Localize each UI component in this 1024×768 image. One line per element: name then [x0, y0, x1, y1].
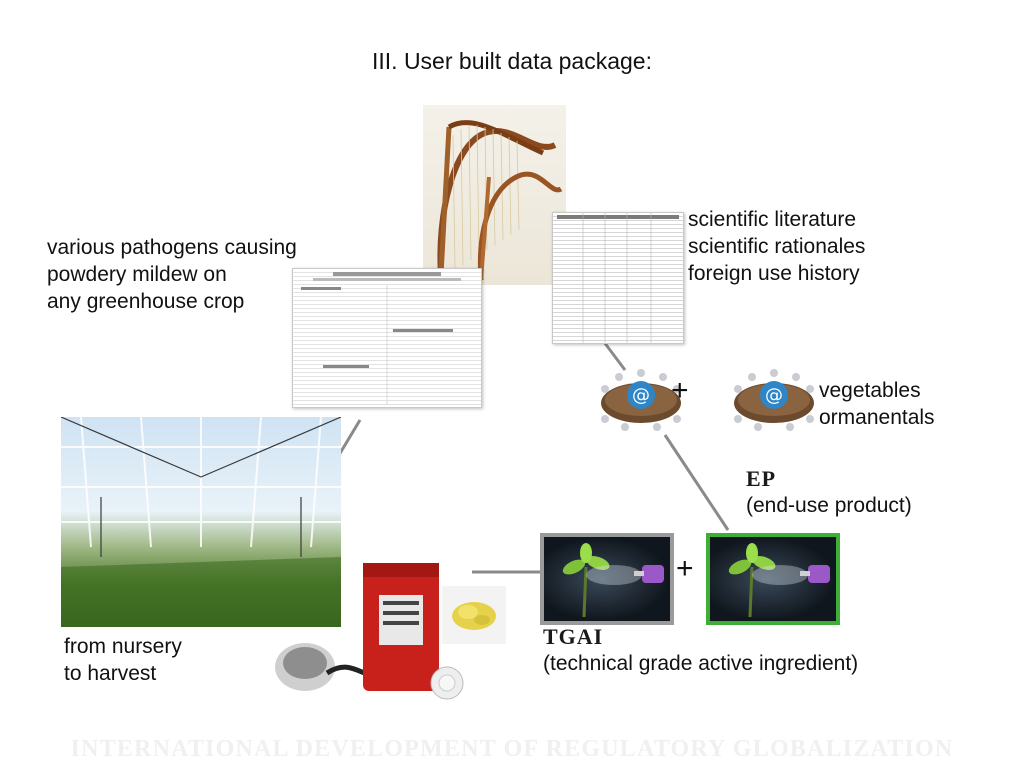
tgai-label: TGAI [543, 624, 604, 649]
literature-text: scientific literature scientific rationa… [688, 208, 866, 285]
label-document-image [292, 268, 482, 408]
page-title: III. User built data package: [372, 48, 652, 74]
connector-meeting-to-ep [663, 434, 730, 531]
tgai-description: (technical grade active ingredient) [543, 652, 859, 675]
harp-image [423, 105, 566, 285]
plus-sign-meetings: + [671, 374, 689, 407]
ep-block: EP (end-use product) [746, 466, 912, 519]
spreadsheet-image [552, 212, 684, 344]
footer-watermark: INTERNATIONAL DEVELOPMENT OF REGULATORY … [70, 736, 954, 762]
sulfur-powder-image [442, 586, 506, 644]
ep-sprayer-photo [706, 533, 840, 625]
meeting-table-icon-2: @ [728, 363, 821, 433]
tgai-block: TGAI (technical grade active ingredient) [543, 624, 858, 677]
nursery-text: from nursery to harvest [64, 635, 182, 685]
crops-text: vegetables ormanentals [819, 379, 935, 429]
svg-text:@: @ [632, 385, 650, 406]
pathogens-text: various pathogens causing powdery mildew… [47, 236, 297, 313]
ep-description: (end-use product) [746, 494, 912, 517]
tgai-sprayer-photo [540, 533, 674, 625]
ep-label: EP [746, 466, 777, 491]
fumigation-bucket-image [275, 555, 475, 703]
svg-text:@: @ [765, 385, 783, 406]
meeting-table-icon: @ [595, 363, 688, 433]
plus-sign-products: + [676, 552, 694, 585]
greenhouse-photo [61, 417, 341, 627]
